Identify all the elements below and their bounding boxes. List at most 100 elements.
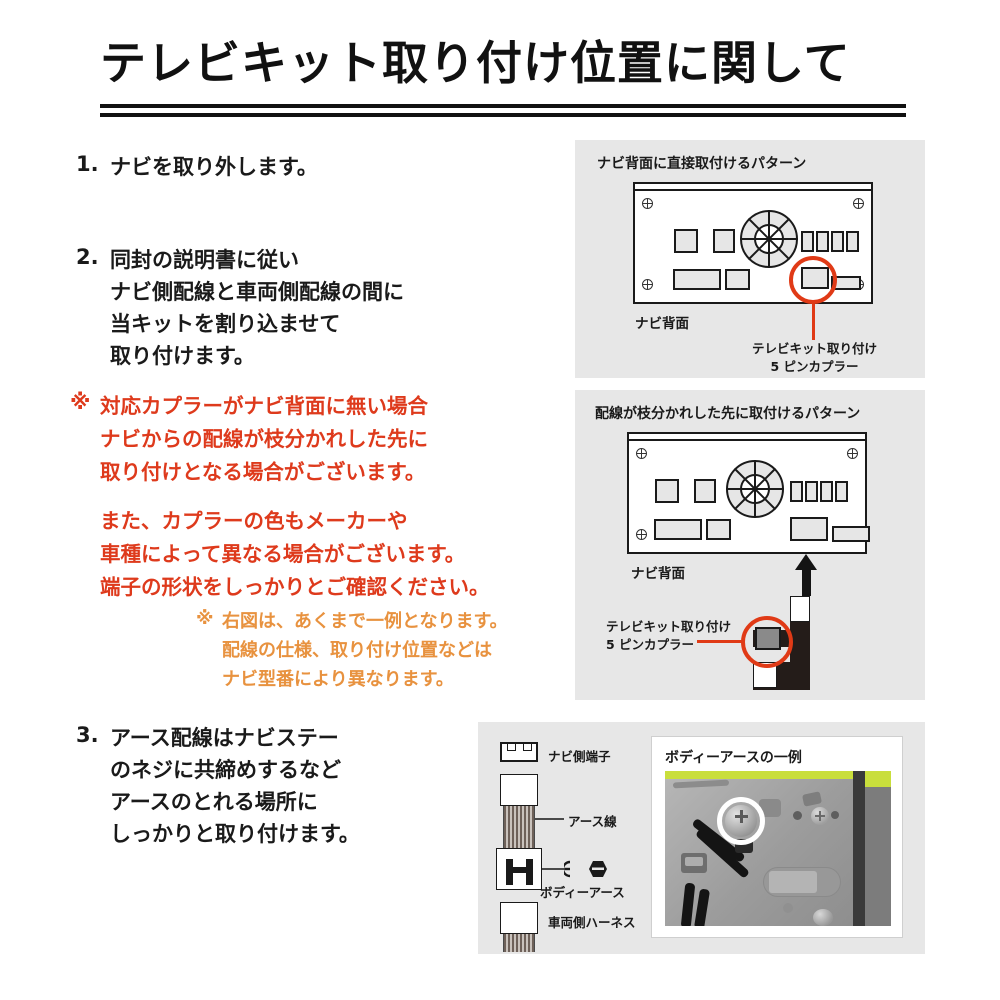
panel1-callout-line-2: 5 ピンカプラー [770,358,859,374]
nav-rear-unit-1 [633,182,873,304]
diagram-panel-body-earth: ナビ側端子 アース線 ボディーアース 車両側ハーネス [478,722,925,954]
kit-coupler [496,848,542,890]
hex-nut-icon [589,861,607,877]
warning-line-1: 対応カプラーがナビ背面に無い場合 [100,394,428,418]
panel2-title: 配線が枝分かれした先に取付けるパターン [595,406,861,422]
callout-leader-line [697,640,745,643]
warning-line-3: 取り付けとなる場合がございます。 [100,460,426,485]
connector-block [706,519,731,540]
nav-unit-lip [635,184,871,191]
highlight-circle-icon [789,256,837,304]
step-1: 1. ナビを取り外します。 [76,152,318,184]
screw-icon-tl [636,448,647,459]
warning2-line-1: また、カプラーの色もメーカーや [100,509,408,533]
ribbon-cable-upper [503,806,535,848]
photo-card: ボディーアースの一例 [651,736,903,938]
step-2-line-3: 当キットを割り込ませて [110,311,341,336]
connector-block [790,517,828,541]
panel1-nav-label: ナビ背面 [635,316,689,332]
warning-mark-icon: ※ [70,390,91,414]
screw-icon-bl [642,279,653,290]
connector-block [725,269,750,290]
page-title-text: テレビキット取り付け位置に関して [100,36,851,90]
pin-block [820,481,833,502]
photo-caption: ボディーアースの一例 [665,750,802,766]
pin-block [835,481,848,502]
panel1-callout-line-1: テレビキット取り付け [751,341,877,356]
highlight-circle-icon [741,616,793,668]
connector-block [654,519,702,540]
panel2-callout-label: テレビキット取り付け 5 ピンカプラー [606,618,731,653]
title-rule-top [100,104,906,108]
panel3-label-earth-wire: アース線 [568,814,617,829]
diagram-panel-direct-mount: ナビ背面に直接取付けるパターン [575,140,925,378]
screw-icon-bl [636,529,647,540]
connector-block [713,229,735,253]
nav-rear-unit-2 [627,432,870,554]
connector-block [673,269,721,290]
pin-block [790,481,803,502]
warning-block-secondary: また、カプラーの色もメーカーや 車種によって異なる場合がございます。 端子の形状… [100,505,490,605]
note-block: ※ 右図は、あくまで一例となります。 配線の仕様、取り付け位置などは ナビ型番に… [196,608,508,694]
step-3-line-1: アース配線はナビステー [110,726,339,750]
warning2-line-2: 車種によって異なる場合がございます。 [100,542,466,567]
warning-line-2: ナビからの配線が枝分かれした先に [100,427,428,452]
photo-highlight-ring-icon [717,797,765,845]
callout-leader-line [812,304,815,340]
note-line-2: 配線の仕様、取り付け位置などは [222,639,492,661]
panel3-label-vehicle-harness: 車両側ハーネス [548,915,636,930]
arrow-stem [802,570,811,596]
step-2-line-1: 同封の説明書に従い [110,248,299,272]
step-3-number: 3. [76,723,99,747]
warning-lines: 対応カプラーがナビ背面に無い場合 ナビからの配線が枝分かれした先に 取り付けとな… [100,390,428,490]
panel2-callout-line-1: テレビキット取り付け [606,619,732,634]
ribbon-cable-lower [503,934,535,952]
panel3-label-nav-terminal: ナビ側端子 [548,749,611,764]
step-1-number: 1. [76,152,99,176]
screw-icon-tr [847,448,858,459]
pin-block [801,231,814,252]
warning2-line-3: 端子の形状をしっかりとご確認ください。 [100,575,490,600]
note-line-3: ナビ型番により異なります。 [222,668,454,690]
connector-block [655,479,679,503]
panel3-label-body-earth: ボディーアース [540,885,625,900]
panel2-nav-label: ナビ背面 [631,566,685,582]
panel2-callout-line-2: 5 ピンカプラー [606,636,695,652]
step-3-line-4: しっかりと取り付けます。 [110,821,360,846]
instructions-column: 1. ナビを取り外します。 2. 同封の説明書に従い ナビ側配線と車両側配線の間… [70,152,508,851]
fan-vent-icon [740,210,798,268]
panel1-title: ナビ背面に直接取付けるパターン [597,156,807,172]
title-rule-bottom [100,113,906,117]
pin-block [816,231,829,252]
step-2: 2. 同封の説明書に従い ナビ側配線と車両側配線の間に 当キットを割り込ませて … [76,245,404,373]
pin-block [831,231,844,252]
step-2-number: 2. [76,245,99,269]
step-3: 3. アース配線はナビステー のネジに共締めするなど アースのとれる場所に しっ… [76,723,360,851]
screw-icon-tr [853,198,864,209]
nav-unit-lip [629,434,865,441]
diagram-panel-branch-mount: 配線が枝分かれした先に取付けるパターン [575,390,925,700]
pin-block [805,481,818,502]
step-3-line-3: アースのとれる場所に [110,789,318,814]
ring-terminal-icon [564,860,571,878]
arrow-up-icon [795,554,817,570]
fan-vent-icon [726,460,784,518]
step-2-line-2: ナビ側配線と車両側配線の間に [110,279,404,304]
connector-block [674,229,698,253]
harness-cable [790,622,810,690]
connector-block [694,479,716,503]
screw-icon-tl [642,198,653,209]
connector-block [832,526,870,542]
note-line-1: 右図は、あくまで一例となります。 [222,611,508,632]
earth-wire-leader-h [534,818,564,820]
step-2-body: 同封の説明書に従い ナビ側配線と車両側配線の間に 当キットを割り込ませて 取り付… [110,245,404,373]
white-connector [790,596,810,622]
note-lines: 右図は、あくまで一例となります。 配線の仕様、取り付け位置などは ナビ型番により… [222,608,508,694]
connector-lower [500,902,538,934]
nav-side-terminal-icon [500,742,538,762]
warning-block: ※ 対応カプラーがナビ背面に無い場合 ナビからの配線が枝分かれした先に 取り付け… [70,390,428,490]
step-1-body: ナビを取り外します。 [110,152,318,184]
panel1-callout-label: テレビキット取り付け 5 ピンカプラー [737,340,892,375]
step-3-line-2: のネジに共締めするなど [110,757,341,782]
body-earth-photo [665,771,891,926]
